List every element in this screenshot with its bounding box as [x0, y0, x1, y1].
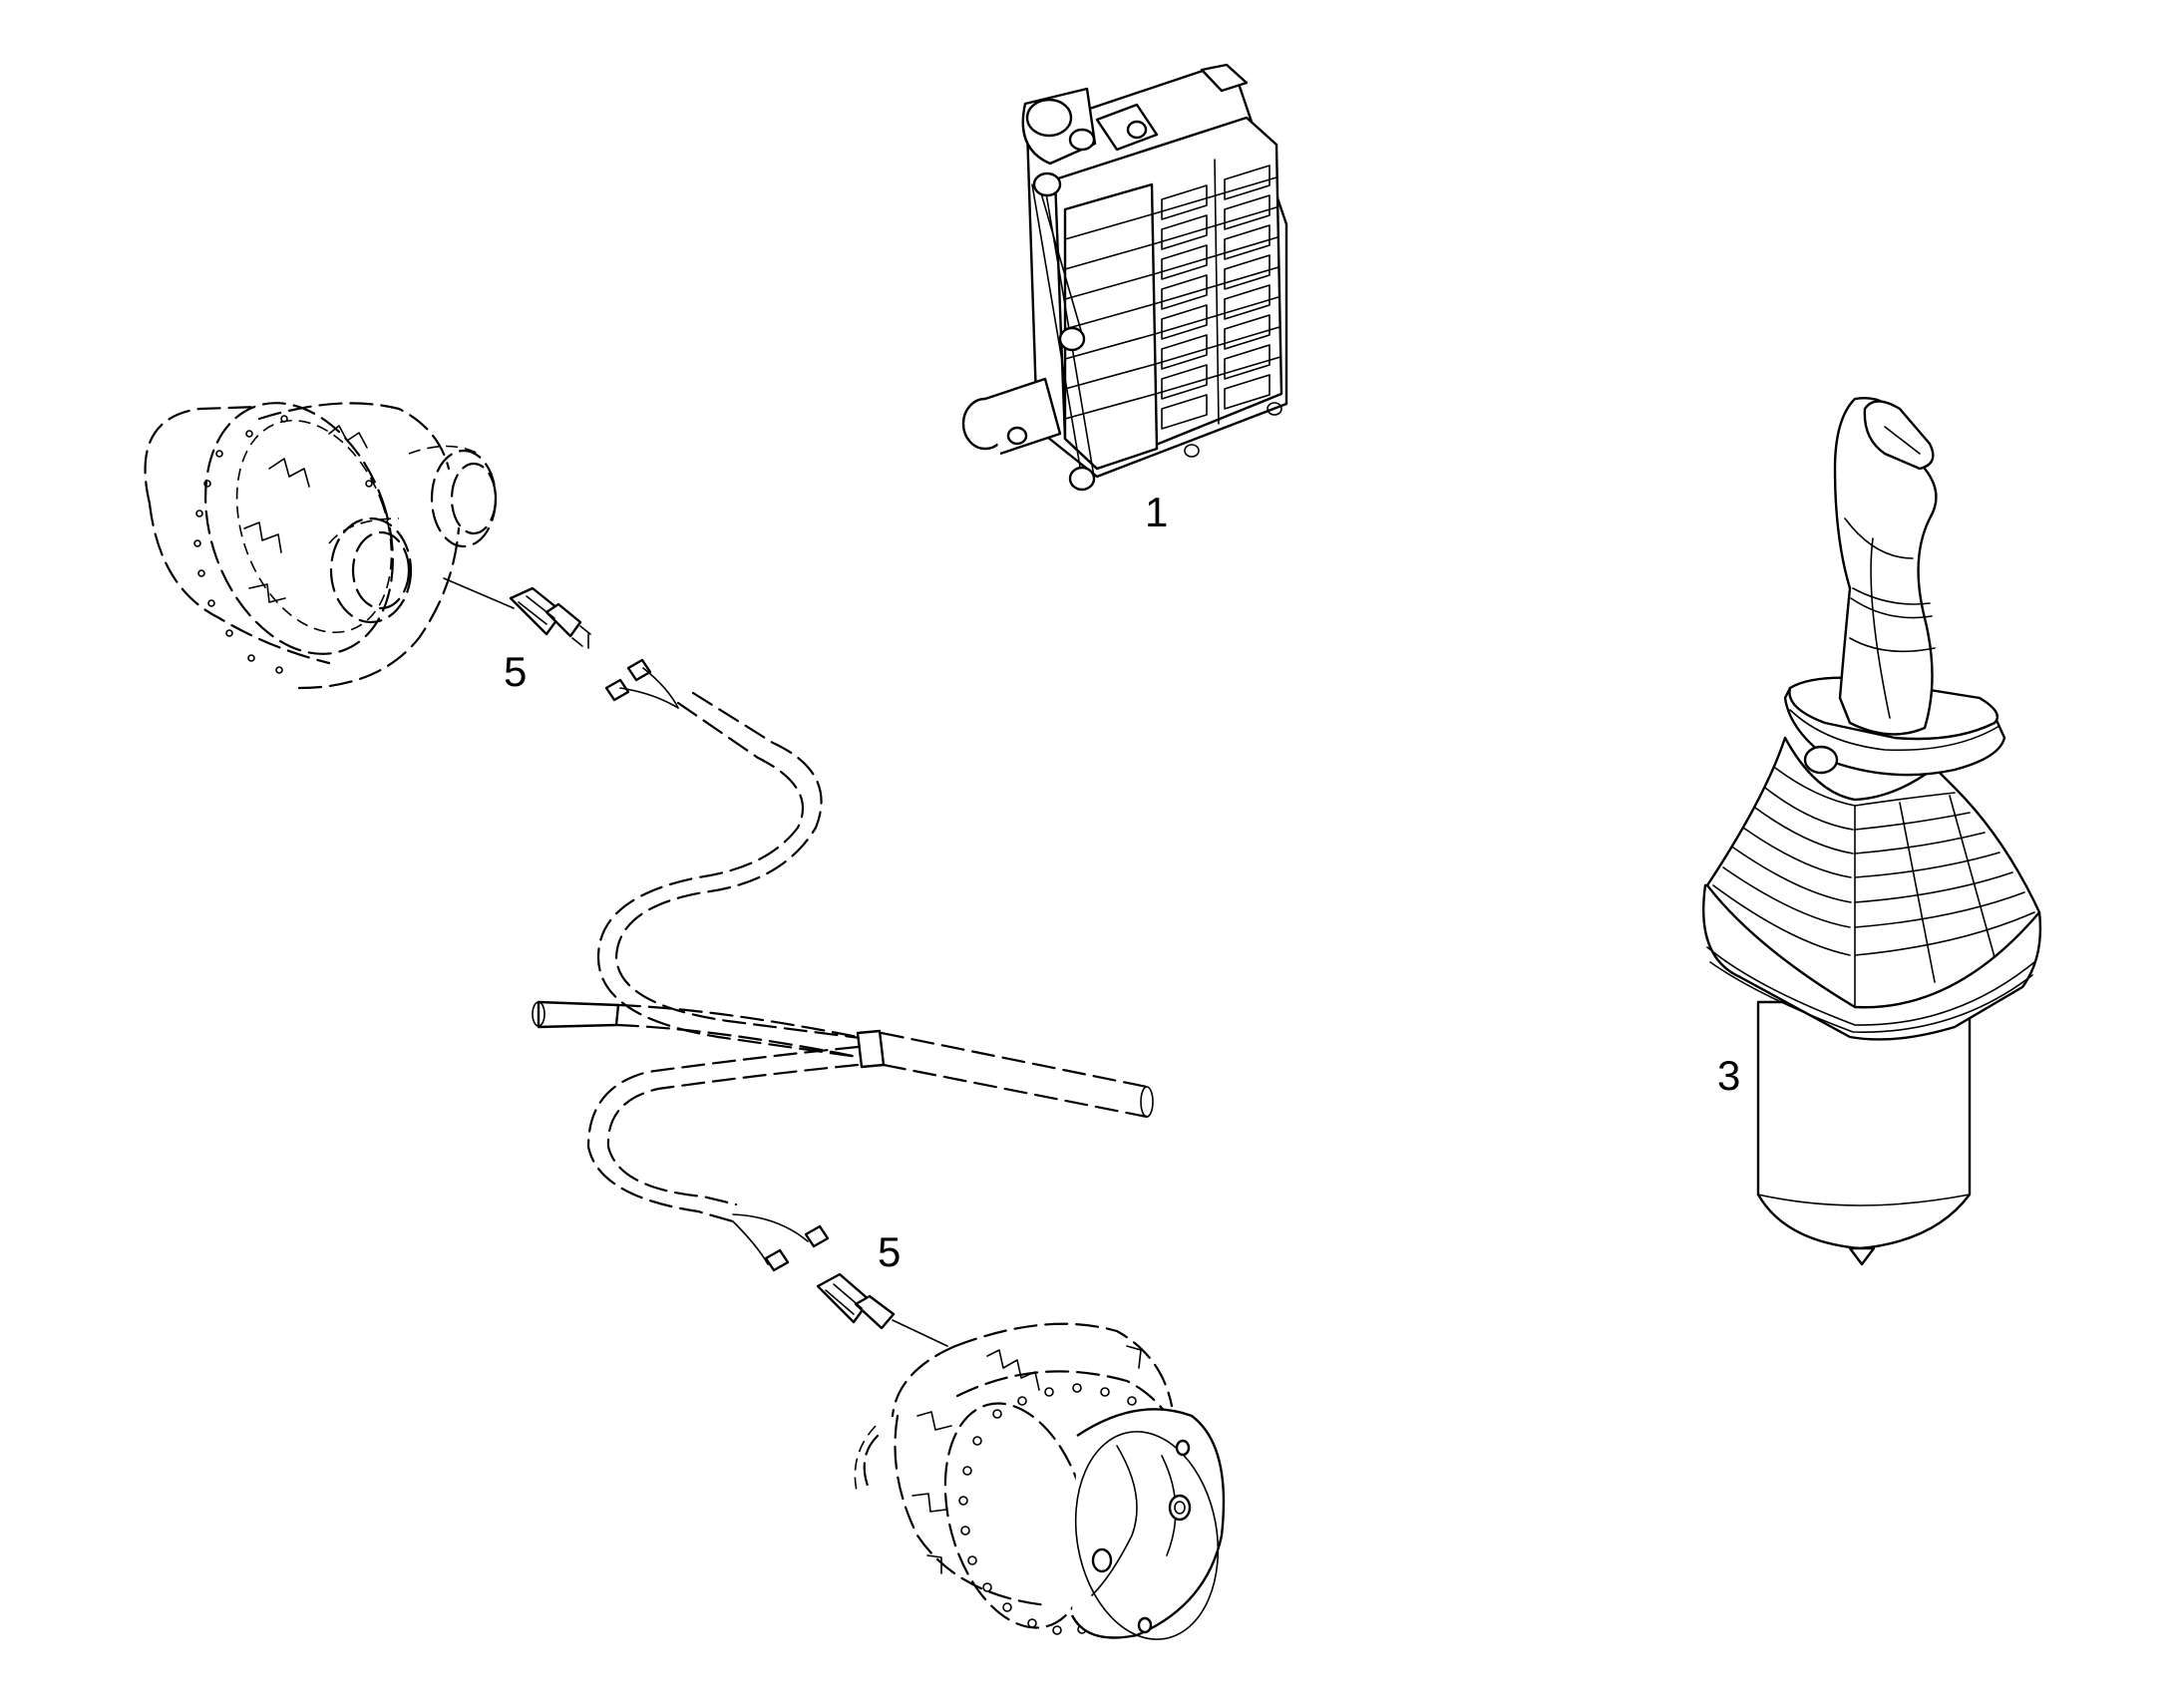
cable-harness	[532, 658, 1154, 1272]
callout-sensor-lower: 5	[878, 1228, 901, 1275]
callout-joystick: 3	[1717, 1052, 1740, 1099]
wheel-hub-upper: 5	[144, 402, 591, 695]
joystick: 3	[1701, 397, 2042, 1266]
control-unit: 1	[961, 63, 1288, 535]
callout-control-unit: 1	[1145, 489, 1168, 535]
callout-sensor-upper: 5	[504, 648, 527, 695]
wheel-hub-lower: 5	[816, 1228, 1226, 1640]
